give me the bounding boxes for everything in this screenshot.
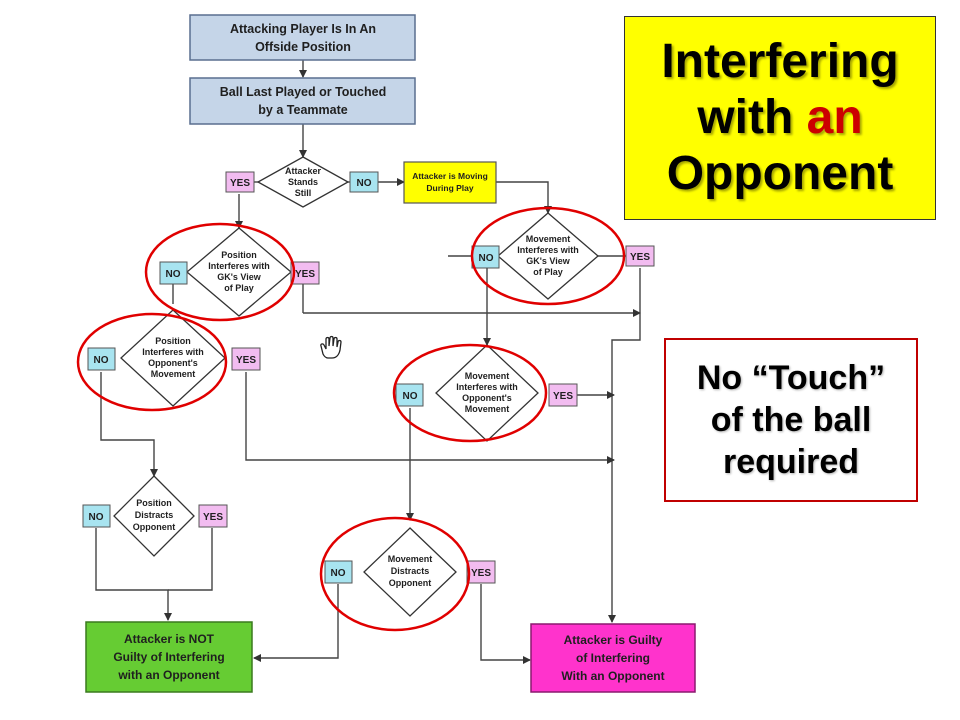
stands-still-decision: Attacker Stands Still	[256, 156, 350, 208]
mov-gk-line2: Interferes with	[517, 245, 579, 255]
not-guilty-line3: with an Opponent	[117, 668, 219, 682]
no-tag: NO	[479, 253, 494, 264]
pos-gk-line4: of Play	[224, 283, 254, 293]
yes-tag: YES	[236, 355, 256, 366]
mov-distracts-line3: Opponent	[389, 578, 432, 588]
pos-distracts-line1: Position	[136, 498, 172, 508]
mov-opp-line3: Opponent's	[462, 393, 512, 403]
mov-distracts-line1: Movement	[388, 554, 433, 564]
position-distracts-decision: Position Distracts Opponent	[113, 475, 195, 557]
highlight-circle	[319, 516, 471, 632]
no-tag: NO	[357, 178, 372, 189]
highlight-circle	[392, 343, 548, 443]
ball-played-box: Ball Last Played or Touched by a Teammat…	[189, 77, 416, 125]
pos-gk-line1: Position	[221, 250, 257, 260]
mov-gk-line1: Movement	[526, 234, 571, 244]
no-tag: NO	[89, 512, 104, 523]
mov-opp-line2: Interferes with	[456, 382, 518, 392]
title-line1: Interfering	[661, 35, 899, 88]
start-box-line1: Attacking Player Is In An	[230, 22, 376, 36]
pos-distracts-line2: Distracts	[135, 510, 174, 520]
guilty-line2: of Interfering	[576, 651, 650, 665]
yes-tag: YES	[230, 178, 250, 189]
title-line3: Opponent	[666, 147, 894, 200]
position-gk-view-decision: Position Interferes with GK's View of Pl…	[185, 227, 293, 317]
yes-tag: YES	[295, 269, 315, 280]
no-tag: NO	[331, 568, 346, 579]
ball-played-line1: Ball Last Played or Touched	[220, 85, 386, 99]
yes-tag: YES	[471, 568, 491, 579]
pos-gk-line3: GK's View	[217, 272, 261, 282]
note-line2: of the ball	[710, 401, 872, 439]
movement-gk-view-decision: Movement Interferes with GK's View of Pl…	[497, 212, 599, 300]
position-opponent-movement-decision: Position Interferes with Opponent's Move…	[120, 309, 226, 407]
highlight-circles	[76, 206, 626, 632]
no-tag: NO	[94, 355, 109, 366]
mov-opp-line1: Movement	[465, 371, 510, 381]
guilty-line1: Attacker is Guilty	[564, 633, 663, 647]
mov-gk-line3: GK's View	[526, 256, 570, 266]
moving-box: Attacker is Moving During Play	[403, 161, 497, 204]
highlight-circle	[144, 222, 296, 322]
title-box: Interfering with an Opponent	[624, 16, 936, 220]
stands-still-line3: Still	[295, 188, 312, 198]
pos-opp-line3: Opponent's	[148, 358, 198, 368]
not-guilty-box: Attacker is NOT Guilty of Interfering wi…	[85, 621, 253, 693]
hand-cursor-icon	[320, 335, 342, 359]
not-guilty-line1: Attacker is NOT	[124, 632, 215, 646]
stands-still-line1: Attacker	[285, 166, 322, 176]
mov-distracts-line2: Distracts	[391, 566, 430, 576]
highlight-circle	[470, 206, 626, 306]
moving-line1: Attacker is Moving	[412, 171, 488, 181]
pos-gk-line2: Interferes with	[208, 261, 270, 271]
pos-opp-line4: Movement	[151, 369, 196, 379]
stands-still-line2: Stands	[288, 177, 318, 187]
ball-played-line2: by a Teammate	[258, 103, 347, 117]
not-guilty-line2: Guilty of Interfering	[113, 650, 224, 664]
pos-opp-line2: Interferes with	[142, 347, 204, 357]
start-box-line2: Offside Position	[255, 40, 351, 54]
yes-tags: YES YES YES YES YES YES YES	[198, 171, 655, 584]
mov-opp-line4: Movement	[465, 404, 510, 414]
mov-gk-line4: of Play	[533, 267, 563, 277]
yes-tag: YES	[553, 391, 573, 402]
movement-distracts-decision: Movement Distracts Opponent	[363, 527, 457, 617]
highlight-circle	[76, 312, 228, 412]
no-tag: NO	[166, 269, 181, 280]
note-line1: No “Touch”	[696, 359, 886, 397]
pos-distracts-line3: Opponent	[133, 522, 176, 532]
yes-tag: YES	[630, 252, 650, 263]
title-line2: with an	[697, 90, 862, 146]
no-tags: NO NO NO NO NO NO NO	[82, 171, 500, 584]
yes-tag: YES	[203, 512, 223, 523]
no-tag: NO	[403, 391, 418, 402]
note-box: No “Touch” of the ball required	[664, 338, 918, 502]
pos-opp-line1: Position	[155, 336, 191, 346]
title-line2-prefix: with	[697, 91, 807, 144]
moving-line2: During Play	[426, 183, 474, 193]
guilty-box: Attacker is Guilty of Interfering With a…	[530, 623, 696, 693]
note-line3: required	[722, 443, 860, 481]
start-box: Attacking Player Is In An Offside Positi…	[189, 14, 416, 61]
title-line2-accent: an	[806, 91, 863, 144]
guilty-line3: With an Opponent	[561, 669, 664, 683]
